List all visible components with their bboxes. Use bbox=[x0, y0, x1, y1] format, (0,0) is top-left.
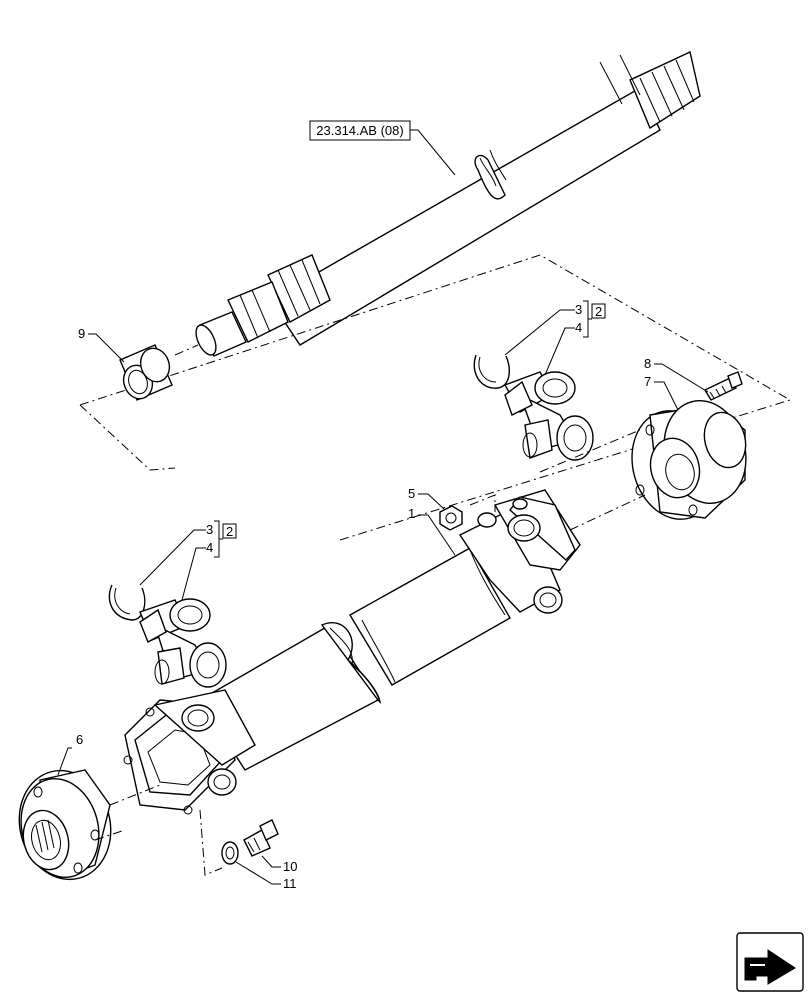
spline-end-top bbox=[599, 50, 701, 130]
callout-6[interactable]: 6 bbox=[57, 732, 83, 776]
bolt-lower bbox=[243, 819, 279, 857]
reference-label-box[interactable]: 23.314.AB (08) bbox=[309, 120, 456, 176]
universal-joint-cross-lower bbox=[108, 584, 227, 688]
reference-label-text: 23.314.AB (08) bbox=[316, 123, 403, 138]
callout-8[interactable]: 8 bbox=[644, 356, 709, 393]
bearing-cup bbox=[556, 415, 594, 461]
callout-number: 2 bbox=[226, 524, 233, 539]
callout-number: 1 bbox=[408, 506, 415, 521]
spline-gear-section bbox=[195, 254, 331, 357]
callout-number: 4 bbox=[206, 540, 213, 555]
splined-shaft bbox=[195, 50, 701, 357]
callout-9[interactable]: 9 bbox=[78, 326, 125, 363]
nut bbox=[439, 505, 463, 531]
bearing-cup bbox=[189, 642, 227, 688]
callout-11[interactable]: 11 bbox=[235, 861, 297, 891]
callout-10[interactable]: 10 bbox=[261, 855, 297, 874]
callout-5[interactable]: 5 bbox=[408, 486, 446, 511]
callout-number: 6 bbox=[76, 732, 83, 747]
bearing-cup bbox=[534, 371, 576, 405]
callout-3-upper[interactable]: 3 bbox=[504, 302, 582, 356]
callout-3-lower[interactable]: 3 bbox=[139, 522, 213, 586]
bolt bbox=[704, 371, 743, 401]
bushing bbox=[119, 344, 173, 401]
assembly-boundary bbox=[79, 254, 792, 541]
callout-7[interactable]: 7 bbox=[644, 374, 679, 411]
callout-number: 10 bbox=[283, 859, 297, 874]
callout-number: 7 bbox=[644, 374, 651, 389]
flange-right bbox=[631, 400, 747, 520]
flange-left bbox=[18, 769, 112, 881]
callout-number: 2 bbox=[595, 304, 602, 319]
assembly-centerlines bbox=[94, 344, 646, 841]
callout-1[interactable]: 1 bbox=[408, 506, 456, 556]
callout-number: 3 bbox=[575, 302, 582, 317]
callout-4-lower[interactable]: 4 bbox=[181, 540, 213, 601]
callout-number: 3 bbox=[206, 522, 213, 537]
callout-number: 8 bbox=[644, 356, 651, 371]
bearing-cup bbox=[169, 598, 211, 632]
callout-number: 11 bbox=[283, 876, 297, 891]
washer bbox=[221, 841, 239, 865]
callout-number: 9 bbox=[78, 326, 85, 341]
callout-4-upper[interactable]: 4 bbox=[544, 320, 582, 376]
callout-2-lower-bracket[interactable]: 2 bbox=[214, 520, 237, 558]
callout-2-upper-bracket[interactable]: 2 bbox=[583, 300, 606, 338]
universal-joint-cross-upper bbox=[473, 354, 594, 461]
flange-yoke-upper bbox=[458, 489, 581, 614]
callout-number: 4 bbox=[575, 320, 582, 335]
callout-number: 5 bbox=[408, 486, 415, 501]
flange-yoke-lower bbox=[123, 689, 256, 815]
next-page-arrow-icon[interactable] bbox=[736, 932, 804, 992]
